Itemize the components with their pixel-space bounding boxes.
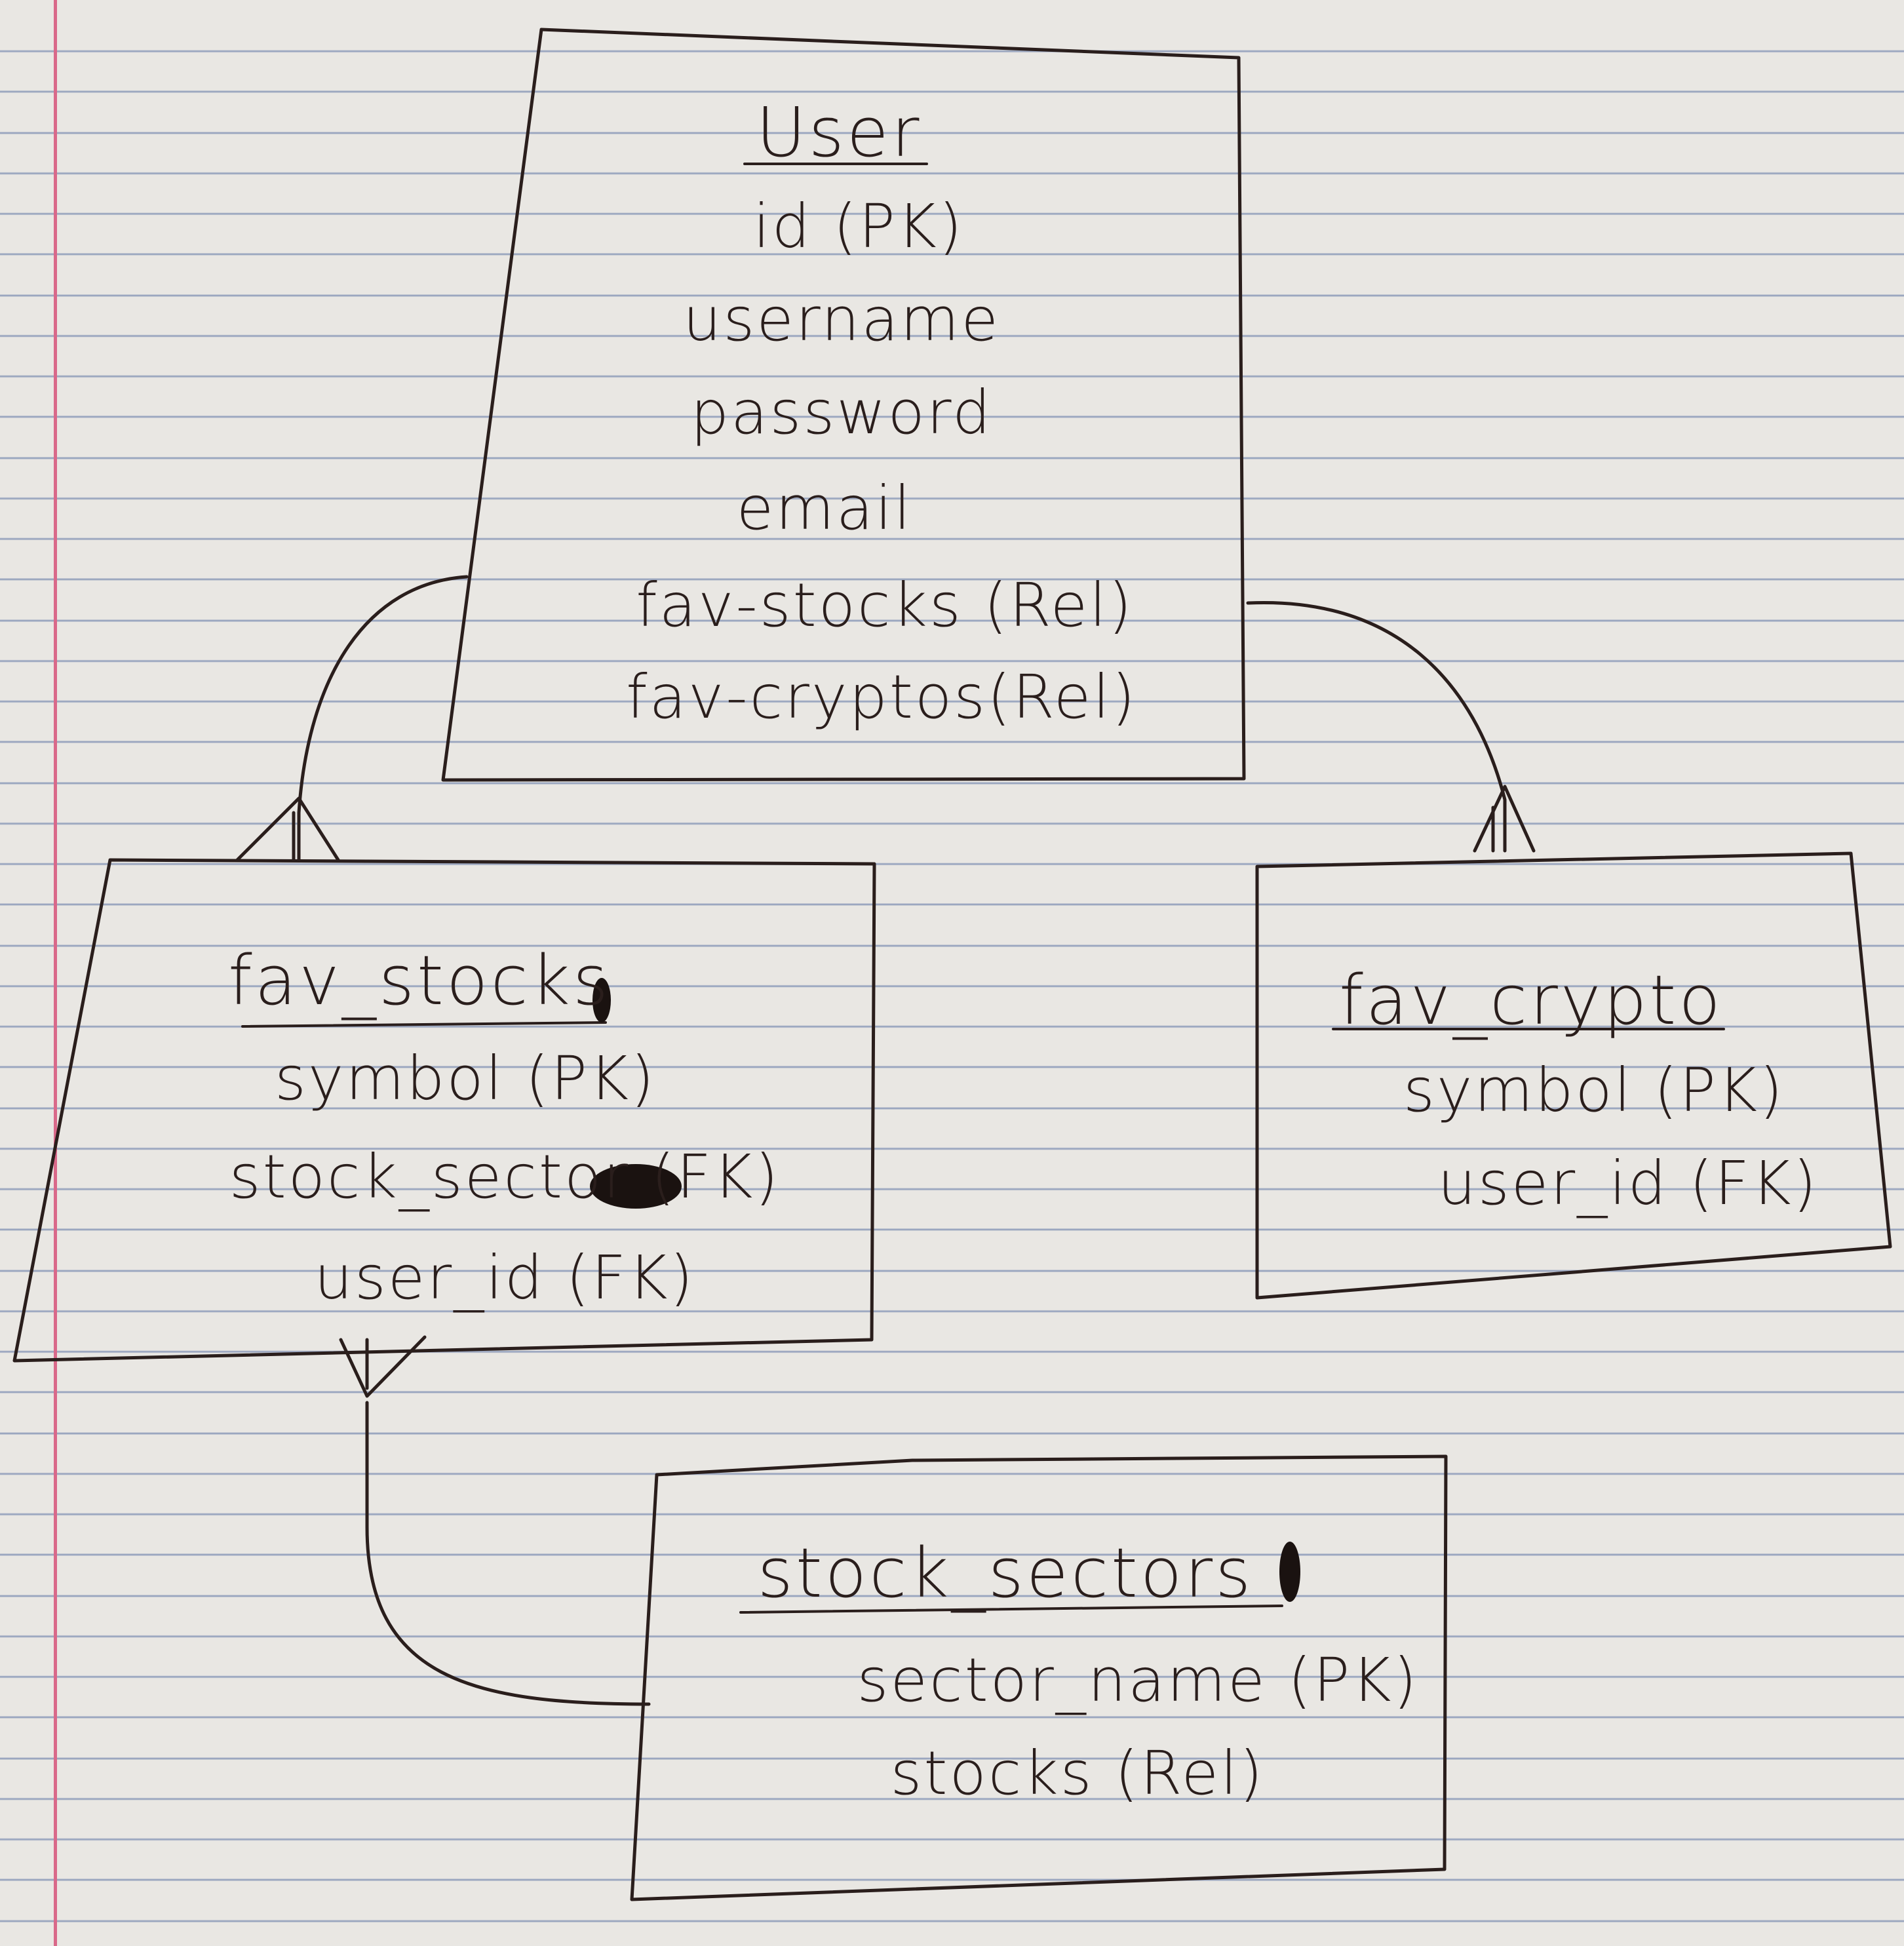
user-field: email: [736, 473, 913, 543]
rel-user-fav-stocks-line: [297, 575, 469, 862]
user-field: id (PK): [753, 191, 964, 262]
fav-crypto-entity-box: [1255, 851, 1892, 1300]
fav-stocks-field: stock_sector (FK): [229, 1142, 781, 1212]
user-field: fav-cryptos(Rel): [626, 662, 1137, 732]
user-field: password: [690, 378, 993, 448]
stock-sector-entity-box: [630, 1454, 1448, 1901]
fav-stocks-entity-title: fav_stocks: [227, 941, 612, 1021]
fav-stocks-field: symbol (PK): [274, 1043, 657, 1114]
user-entity-title: User: [756, 92, 922, 172]
user-field: username: [683, 284, 1000, 355]
stock-sector-field: sector_name (PK): [857, 1645, 1419, 1715]
fav-stocks-title-underline: [241, 1021, 607, 1028]
scribble-stock-sector-field: [590, 1164, 682, 1209]
fav-crypto-field: user_id (FK): [1437, 1148, 1819, 1218]
stock-sector-title-underline: [739, 1605, 1283, 1614]
user-entity-box: [441, 28, 1246, 782]
rel-user-fav-crypto-line: [1246, 600, 1507, 853]
fav-crypto-entity-title: fav_crypto: [1339, 960, 1723, 1040]
crowfoot-fav-crypto-top: [1473, 785, 1536, 853]
scribble-fav-stocks-title: [593, 978, 611, 1022]
crowfoot-fav-stocks-bottom: [339, 1335, 427, 1398]
margin-line: [54, 0, 57, 1946]
fav-stocks-entity-box: [12, 858, 876, 1363]
fav-crypto-field: symbol (PK): [1403, 1055, 1785, 1125]
scribble-stock-sector-title: [1279, 1542, 1300, 1602]
stock-sector-field: stocks (Rel): [890, 1738, 1265, 1808]
rel-stock-sector-fav-stocks-line: [365, 1401, 651, 1706]
stock-sector-entity-title: stock_sectors: [757, 1533, 1254, 1613]
crowfoot-fav-stocks-top: [235, 796, 340, 862]
user-field: fav-stocks (Rel): [636, 570, 1134, 640]
fav-stocks-field: user_id (FK): [314, 1243, 695, 1313]
